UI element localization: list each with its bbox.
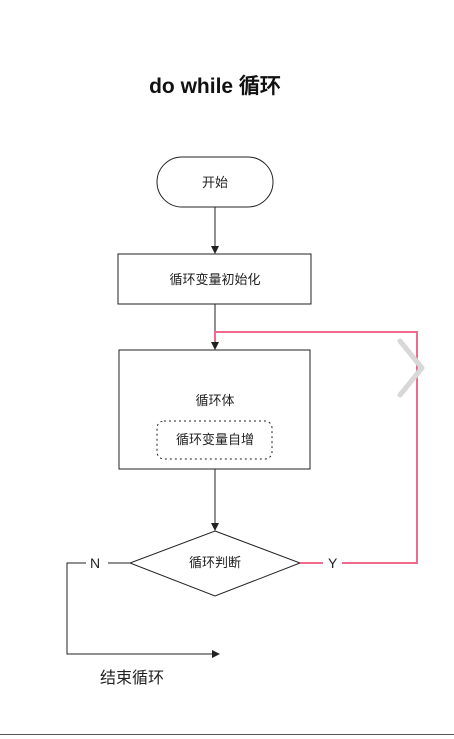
- init-node: [117, 253, 312, 305]
- diagram-title: do while 循环: [149, 75, 281, 98]
- start-label: 开始: [202, 176, 228, 191]
- chevron-right-icon: [397, 338, 425, 398]
- yes-loop-path-return: [214, 331, 418, 564]
- init-label: 循环变量初始化: [169, 272, 260, 288]
- increment-label: 循环变量自增: [176, 432, 254, 448]
- bottom-divider: [0, 734, 454, 735]
- condition-node: [128, 530, 302, 597]
- no-label: N: [90, 555, 100, 571]
- next-arrow-button[interactable]: [392, 337, 432, 399]
- loop-body-label: 循环体: [195, 394, 234, 409]
- condition-label: 循环判断: [189, 556, 241, 571]
- increment-node: [156, 420, 273, 460]
- yes-label: Y: [328, 555, 338, 571]
- end-label: 结束循环: [100, 668, 164, 687]
- no-exit-path: [66, 562, 220, 658]
